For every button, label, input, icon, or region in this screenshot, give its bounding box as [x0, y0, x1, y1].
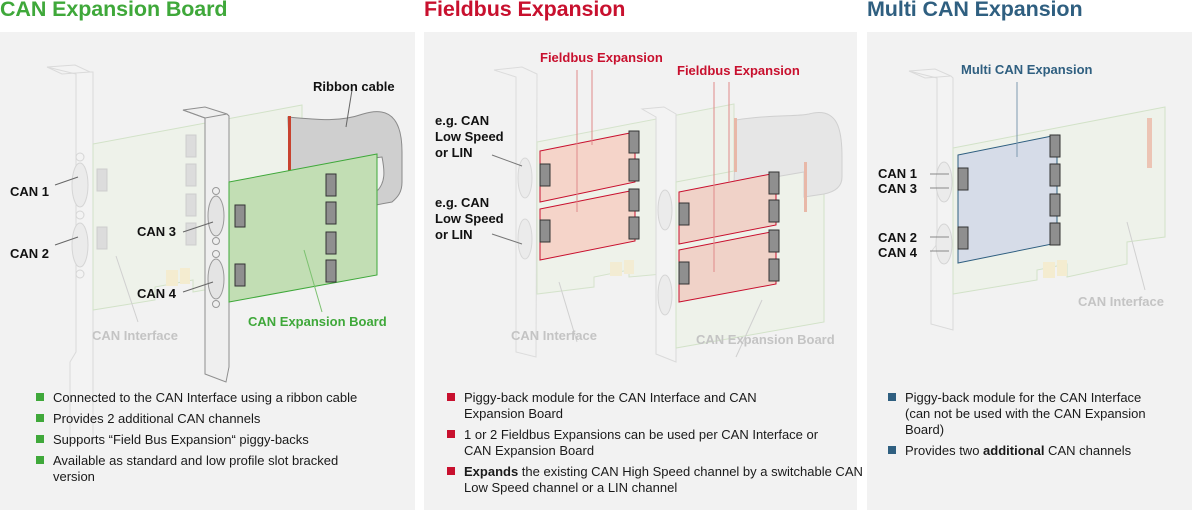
panel-multi-can-expansion: Multi CAN Expansion CAN 1 CAN 3 CAN 2 CA…	[867, 32, 1192, 510]
bullet-square-icon	[447, 430, 455, 438]
bullet-text: Piggy-back module for the CAN Interface …	[464, 390, 757, 421]
bullet-text: Supports “Field Bus Expansion“ piggy-bac…	[53, 432, 309, 447]
can-expansion-board-diagram: Ribbon cable CAN 1 CAN 2 CAN 3 CAN 4 CAN…	[10, 64, 403, 445]
label-can-interface: CAN Interface	[92, 328, 178, 343]
bullet-item: Provides 2 additional CAN channels	[36, 411, 396, 427]
can-expansion-bracket	[182, 106, 230, 383]
bullet-square-icon	[447, 467, 455, 475]
multi-can-expansion-diagram: Multi CAN Expansion CAN 1 CAN 3 CAN 2 CA…	[878, 62, 1166, 331]
label-fieldbus-expansion-2: Fieldbus Expansion	[677, 63, 800, 78]
fieldbus-module	[678, 229, 780, 303]
can-expansion-pcb	[228, 153, 378, 303]
title-multi-can-expansion: Multi CAN Expansion	[867, 0, 1083, 21]
can-expansion-card-faded	[640, 106, 843, 363]
bullet-square-icon	[36, 393, 44, 401]
label-eg-can-2: e.g. CAN Low Speed or LIN	[435, 195, 504, 242]
bullet-square-icon	[36, 456, 44, 464]
label-can2: CAN 2	[878, 230, 917, 245]
label-line: e.g. CAN	[435, 113, 489, 128]
bullet-item: Piggy-back module for the CAN Interface …	[888, 390, 1165, 438]
label-line: or LIN	[435, 227, 473, 242]
bullet-list-fieldbus: Piggy-back module for the CAN Interface …	[447, 390, 863, 501]
bullet-text: Piggy-back module for the CAN Interface …	[905, 390, 1146, 437]
bullet-text: Connected to the CAN Interface using a r…	[53, 390, 358, 405]
label-can-interface: CAN Interface	[1078, 294, 1164, 309]
label-multi-can-expansion: Multi CAN Expansion	[961, 62, 1093, 77]
bullet-square-icon	[888, 446, 896, 454]
bullet-item: Supports “Field Bus Expansion“ piggy-bac…	[36, 432, 396, 448]
bullet-item: Provides two additional CAN channels	[888, 443, 1178, 459]
fieldbus-module	[539, 130, 640, 203]
bullet-square-icon	[447, 393, 455, 401]
label-ribbon-cable: Ribbon cable	[313, 79, 395, 94]
leader-lines-red	[576, 70, 730, 272]
bullet-item: Connected to the CAN Interface using a r…	[36, 390, 396, 406]
label-line: or LIN	[435, 145, 473, 160]
label-can-expansion-board: CAN Expansion Board	[696, 332, 835, 347]
label-can2: CAN 2	[10, 246, 49, 261]
label-can4: CAN 4	[878, 245, 918, 260]
bullet-item: Expands the existing CAN High Speed chan…	[447, 464, 869, 496]
multi-can-module	[957, 134, 1061, 264]
fieldbus-module	[539, 188, 640, 261]
label-line: Low Speed	[435, 211, 504, 226]
title-can-expansion-board: CAN Expansion Board	[0, 0, 228, 21]
label-can1: CAN 1	[878, 166, 917, 181]
panel-can-expansion-board: Ribbon cable CAN 1 CAN 2 CAN 3 CAN 4 CAN…	[0, 32, 415, 510]
fieldbus-module	[678, 171, 780, 245]
label-can1: CAN 1	[10, 184, 49, 199]
fieldbus-expansion-diagram: Fieldbus Expansion Fieldbus Expansion e.…	[435, 50, 843, 363]
label-line: e.g. CAN	[435, 195, 489, 210]
bullet-text: 1 or 2 Fieldbus Expansions can be used p…	[464, 427, 819, 458]
bullet-text: Provides two	[905, 443, 984, 458]
panel-fieldbus-expansion: Fieldbus Expansion Fieldbus Expansion e.…	[424, 32, 863, 510]
bullet-text: Available as standard and low profile sl…	[53, 453, 339, 484]
label-eg-can-1: e.g. CAN Low Speed or LIN	[435, 113, 504, 160]
title-fieldbus-expansion: Fieldbus Expansion	[424, 0, 626, 21]
label-can3: CAN 3	[878, 181, 917, 196]
bullet-square-icon	[888, 393, 896, 401]
bullet-text: Provides 2 additional CAN channels	[53, 411, 261, 426]
bullet-square-icon	[36, 414, 44, 422]
bullet-bold-text: additional	[983, 443, 1045, 458]
bullet-item: Available as standard and low profile sl…	[36, 453, 343, 485]
bullet-square-icon	[36, 435, 44, 443]
label-can-interface: CAN Interface	[511, 328, 597, 343]
bullet-text: the existing CAN High Speed channel by a…	[464, 464, 863, 495]
bullet-item: Piggy-back module for the CAN Interface …	[447, 390, 764, 422]
leader-lines	[930, 82, 1146, 291]
bullet-list-multi-can: Piggy-back module for the CAN Interface …	[888, 390, 1178, 464]
label-can3: CAN 3	[137, 224, 176, 239]
label-can4: CAN 4	[137, 286, 177, 301]
leader-lines	[54, 89, 353, 323]
bullet-text: CAN channels	[1044, 443, 1132, 458]
bullet-bold-text: Expands	[464, 464, 519, 479]
bullet-item: 1 or 2 Fieldbus Expansions can be used p…	[447, 427, 834, 459]
label-fieldbus-expansion-1: Fieldbus Expansion	[540, 50, 663, 65]
label-line: Low Speed	[435, 129, 504, 144]
leader-lines	[491, 154, 763, 358]
bullet-list-can-expansion: Connected to the CAN Interface using a r…	[36, 390, 396, 490]
label-can-expansion-board: CAN Expansion Board	[248, 314, 387, 329]
